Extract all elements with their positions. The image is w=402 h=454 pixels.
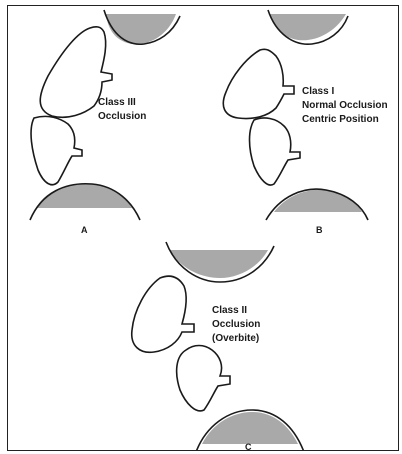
panel-b-upper-gum <box>270 14 346 40</box>
panel-c-drawing <box>132 242 304 451</box>
panel-b-caption-line-3: Centric Position <box>302 113 388 127</box>
panel-c-upper-gum <box>170 250 268 278</box>
panel-b-lower-tooth <box>250 118 301 185</box>
panel-c-caption-line-3: (Overbite) <box>212 332 260 346</box>
panel-b-caption: Class I Normal Occlusion Centric Positio… <box>302 85 388 127</box>
panel-b-lower-gum <box>274 190 362 212</box>
panel-a-letter: A <box>81 225 88 235</box>
panel-b-letter: B <box>316 225 323 235</box>
panel-b-upper-tooth <box>223 49 294 118</box>
panel-a-caption-line-1: Class III <box>98 96 146 110</box>
panel-b-caption-line-1: Class I <box>302 85 388 99</box>
panel-b-caption-line-2: Normal Occlusion <box>302 99 388 113</box>
occlusion-diagram <box>8 6 399 451</box>
panel-a-lower-tooth <box>31 116 82 184</box>
panel-c-lower-tooth <box>177 346 230 411</box>
panel-c-letter: C <box>245 442 252 451</box>
panel-a-lower-gum <box>36 184 132 208</box>
figure-frame: Class III Occlusion A Class I Normal Occ… <box>7 5 399 451</box>
panel-a-caption-line-2: Occlusion <box>98 110 146 124</box>
panel-c-caption-line-2: Occlusion <box>212 318 260 332</box>
panel-a-upper-gum <box>106 14 176 44</box>
panel-a-caption: Class III Occlusion <box>98 96 146 124</box>
panel-c-lower-gum <box>202 412 298 444</box>
panel-c-upper-tooth <box>132 276 194 352</box>
panel-c-caption-line-1: Class II <box>212 304 260 318</box>
panel-c-caption: Class II Occlusion (Overbite) <box>212 304 260 346</box>
